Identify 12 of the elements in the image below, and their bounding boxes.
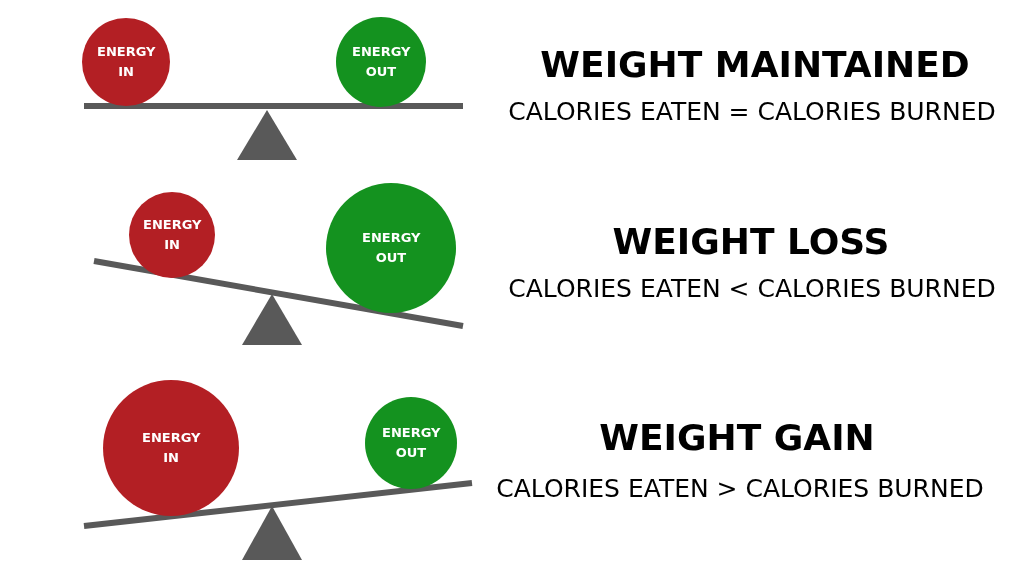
ball-label: ENERGY OUT	[362, 229, 420, 267]
heading: WEIGHT GAIN	[599, 417, 875, 458]
ball-label: ENERGY OUT	[382, 424, 440, 462]
ball-label: ENERGY IN	[142, 429, 200, 467]
equation-text: CALORIES EATEN = CALORIES BURNED	[508, 97, 996, 126]
ball-label: ENERGY IN	[143, 216, 201, 254]
ball-label: ENERGY OUT	[352, 43, 410, 81]
heading: WEIGHT LOSS	[612, 221, 890, 262]
equation-text: CALORIES EATEN < CALORIES BURNED	[508, 274, 996, 303]
equation-text: CALORIES EATEN > CALORIES BURNED	[496, 474, 984, 503]
ball-label: ENERGY IN	[97, 43, 155, 81]
heading: WEIGHT MAINTAINED	[540, 44, 970, 85]
